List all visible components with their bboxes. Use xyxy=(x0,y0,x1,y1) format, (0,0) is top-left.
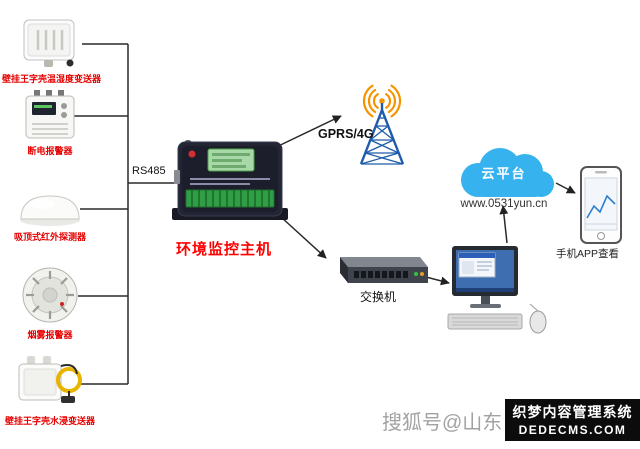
sensor-water-leak: 壁挂王字壳水浸变送器 xyxy=(2,356,98,427)
temp-humidity-transmitter-icon xyxy=(2,18,98,70)
power-failure-alarm-icon xyxy=(2,90,98,142)
sensor-smoke: 烟雾报警器 xyxy=(2,266,98,341)
desktop-computer-icon xyxy=(447,246,547,334)
network-switch-device xyxy=(328,254,428,293)
sensor-temp-humidity: 壁挂王字壳温湿度变送器 xyxy=(2,18,102,85)
phone-app-label: 手机APP查看 xyxy=(556,248,620,260)
host-to-antenna-arrow xyxy=(269,115,342,151)
switch-label: 交换机 xyxy=(359,290,396,304)
rs485-bus-label: RS485 xyxy=(132,165,166,177)
watermark-cms-domain: DEDECMS.COM xyxy=(518,423,627,437)
cloud-platform: 云平台 xyxy=(448,142,560,204)
smartphone-icon xyxy=(580,166,622,244)
gprs-antenna-tower xyxy=(346,84,418,171)
smoke-alarm-icon xyxy=(2,266,98,326)
cloud-url: www.0531yun.cn xyxy=(460,198,548,210)
antenna-tower-icon xyxy=(359,84,405,165)
watermark-cms-title: 织梦内容管理系统 xyxy=(512,404,633,420)
desktop-computer xyxy=(446,244,558,341)
sensor-label: 烟雾报警器 xyxy=(27,330,73,340)
sensor-label: 吸顶式红外探测器 xyxy=(13,232,86,242)
sensor-label: 壁挂王字壳温湿度变送器 xyxy=(2,74,102,84)
computer-to-cloud-arrow xyxy=(499,205,509,244)
sensor-label: 断电报警器 xyxy=(27,146,73,156)
watermark-cms-box: 织梦内容管理系统 DEDECMS.COM xyxy=(505,399,640,441)
watermark-sohu: 搜狐号@山东 xyxy=(382,412,503,434)
smartphone-device xyxy=(580,166,622,249)
water-leak-transmitter-icon xyxy=(2,356,98,412)
ceiling-infrared-detector-icon xyxy=(2,190,98,228)
monitoring-host-icon xyxy=(172,140,288,220)
monitoring-host-device xyxy=(170,136,290,241)
network-switch-icon xyxy=(340,257,428,283)
cloud-to-phone-arrow xyxy=(555,182,576,194)
host-to-switch-arrow xyxy=(280,216,327,259)
cloud-platform-label: 云平台 xyxy=(481,166,527,181)
monitoring-host-label: 环境监控主机 xyxy=(176,241,273,258)
sensor-power-failure: 断电报警器 xyxy=(2,90,98,157)
cloud-icon xyxy=(461,148,554,197)
switch-to-computer-arrow xyxy=(425,276,450,286)
gprs-label: GPRS/4G xyxy=(318,127,374,141)
sensor-infrared: 吸顶式红外探测器 xyxy=(2,190,98,243)
sensor-label: 壁挂王字壳水浸变送器 xyxy=(4,416,95,426)
